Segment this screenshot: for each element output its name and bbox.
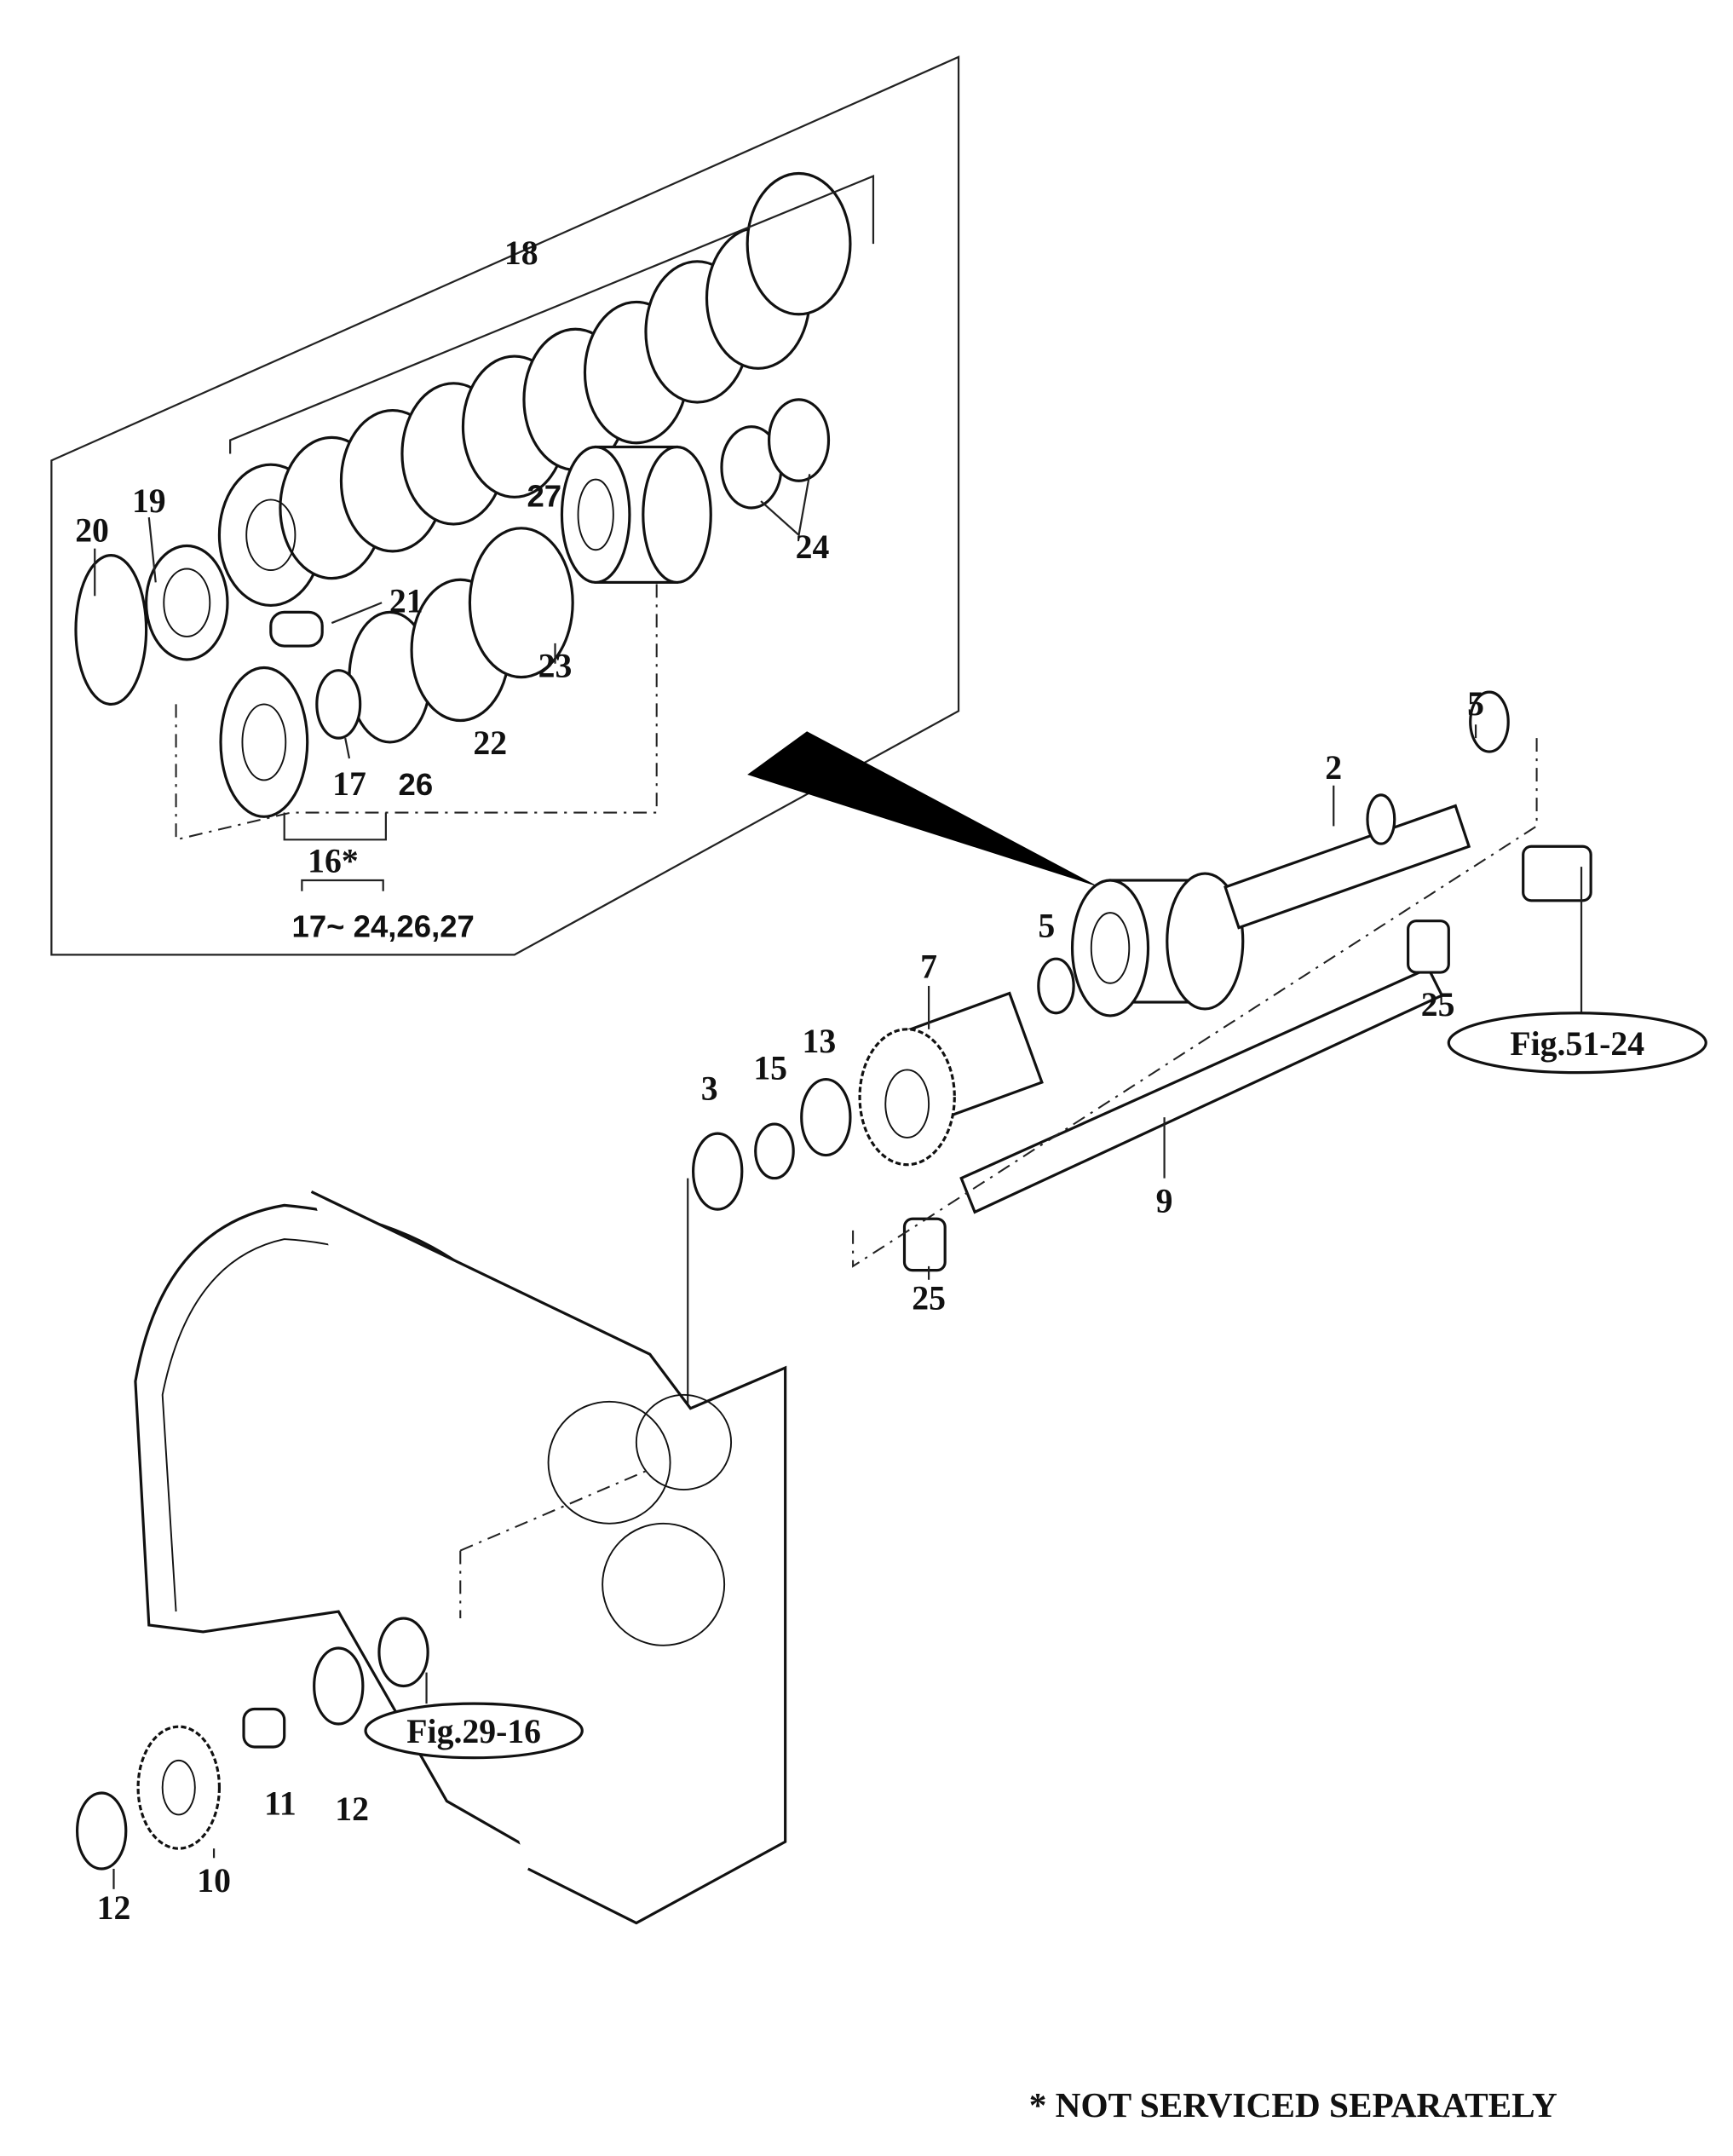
housing-bore (635, 1393, 733, 1491)
label-22: 22 (473, 724, 507, 762)
label-11: 11 (264, 1784, 297, 1822)
spacer-15 (754, 1122, 795, 1180)
snap-ring-20 (74, 554, 148, 706)
label-20: 20 (75, 512, 109, 550)
label-12a: 12 (335, 1790, 369, 1828)
inset-centerline (175, 582, 658, 841)
clutch-drum-assembly (1070, 872, 1245, 1017)
label-19: 19 (132, 482, 166, 520)
fig-51-24-oval[interactable] (1447, 1012, 1707, 1075)
label-18: 18 (504, 234, 538, 272)
leader-line (147, 517, 157, 583)
label-24: 24 (796, 528, 830, 566)
shaft-2-collar (1366, 793, 1396, 845)
transmission-housing (75, 1190, 787, 1925)
bracket-16 (283, 812, 387, 841)
shaft-2 (1223, 804, 1471, 930)
label-7: 7 (920, 948, 937, 985)
main-shaft-assembly (687, 690, 1592, 1456)
label-9: 9 (1156, 1182, 1173, 1219)
clutch-plate (746, 171, 852, 316)
plates-bracket (229, 175, 875, 454)
bearing-5a (1469, 690, 1510, 753)
label-17: 17 (332, 765, 366, 803)
piston-bore (241, 703, 287, 781)
label-15: 15 (753, 1050, 787, 1087)
label-23: 23 (538, 648, 573, 685)
shaft-end (1522, 845, 1592, 902)
bearing-12a (313, 1646, 365, 1726)
gear-10 (136, 1725, 222, 1850)
label-16: 16* (308, 842, 359, 879)
bushing-25b (902, 1217, 947, 1272)
bearing-3 (692, 1132, 744, 1211)
label-2: 2 (1325, 749, 1342, 787)
label-5a: 5 (1467, 685, 1484, 723)
part-labels: 18 19 20 21 27 24 23 22 17 26 16* 17~ 24… (75, 234, 1484, 1927)
label-21: 21 (389, 582, 423, 620)
inset-border (50, 55, 960, 956)
leader-line (331, 602, 383, 625)
spring-21 (269, 610, 324, 648)
plate-bore (245, 499, 297, 572)
inset-pointer-wedge (747, 731, 1100, 887)
ring-fig29 (377, 1617, 429, 1688)
plate-19-bore (163, 568, 211, 637)
seal-ring-24b (767, 398, 831, 482)
housing-bore (602, 1522, 726, 1646)
label-16-contents: 17~ 24,26,27 (292, 909, 475, 944)
fig-29-16-oval[interactable] (364, 1702, 584, 1760)
label-3: 3 (701, 1069, 718, 1107)
clutch-pack-inset (50, 55, 1100, 956)
label-13: 13 (803, 1023, 837, 1060)
bearing-13 (800, 1078, 852, 1157)
figure-reference-51-24[interactable]: Fig.51-24 (1447, 1012, 1707, 1075)
label-5b: 5 (1038, 908, 1055, 945)
housing-bore (547, 1400, 671, 1525)
bearing-12b (75, 1791, 128, 1871)
gear-10-bore (161, 1759, 196, 1816)
gear-7 (858, 991, 1044, 1167)
leader-24 (760, 474, 811, 537)
label-25a: 25 (1421, 986, 1455, 1023)
plate-19 (145, 544, 229, 661)
pin-11 (242, 1707, 286, 1749)
housing-body (310, 1190, 787, 1925)
housing-centerline (459, 1468, 651, 1552)
footnote: * NOT SERVICED SEPARATELY (1029, 2085, 1557, 2124)
piston-16 (219, 666, 309, 818)
figure-reference-29-16[interactable]: Fig.29-16 (364, 1702, 584, 1760)
clutch-plates (217, 171, 875, 608)
clutch-drum-27 (560, 445, 712, 584)
bearing-5b (1037, 957, 1075, 1015)
fig-29-16-text: Fig.29-16 (406, 1713, 541, 1750)
label-12b: 12 (97, 1889, 131, 1927)
label-27: 27 (527, 478, 561, 513)
shaft-9 (959, 966, 1444, 1214)
leader-lines (94, 517, 1477, 1889)
plate-23 (468, 527, 574, 679)
label-10: 10 (197, 1862, 231, 1899)
oring-17 (315, 669, 362, 740)
fig-51-24-text: Fig.51-24 (1510, 1025, 1644, 1063)
label-26: 26 (399, 767, 434, 802)
bracket-16-contents (301, 879, 384, 891)
bushing-25a (1407, 919, 1450, 974)
label-25b: 25 (912, 1280, 946, 1317)
leader-line (344, 737, 351, 759)
